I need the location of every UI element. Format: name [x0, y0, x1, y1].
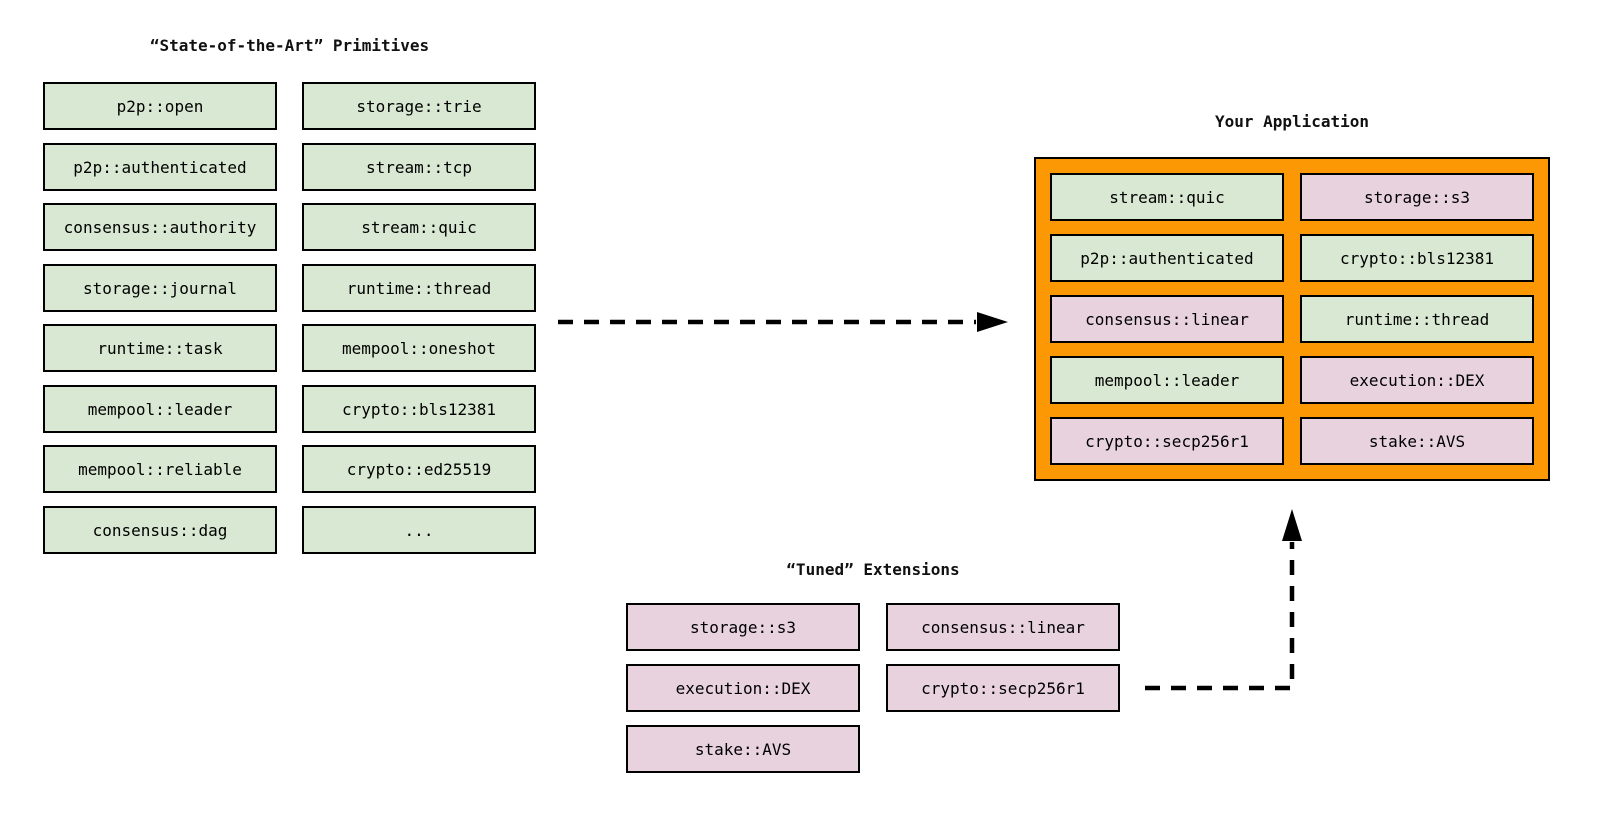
extension-box: execution::DEX: [626, 664, 860, 712]
application-title: Your Application: [1214, 112, 1370, 131]
primitive-box: stream::tcp: [302, 143, 536, 191]
application-box: stake::AVS: [1300, 417, 1534, 465]
primitive-box: crypto::ed25519: [302, 445, 536, 493]
application-box: execution::DEX: [1300, 356, 1534, 404]
extensions-title: “Tuned” Extensions: [786, 560, 960, 579]
primitive-box: p2p::authenticated: [43, 143, 277, 191]
primitive-box: storage::journal: [43, 264, 277, 312]
extension-box: storage::s3: [626, 603, 860, 651]
application-box: mempool::leader: [1050, 356, 1284, 404]
primitives-to-application-arrow: [558, 312, 1008, 332]
application-box: p2p::authenticated: [1050, 234, 1284, 282]
application-box: stream::quic: [1050, 173, 1284, 221]
extensions-to-application-arrow: [1145, 509, 1302, 691]
primitive-box: p2p::open: [43, 82, 277, 130]
primitive-box: runtime::task: [43, 324, 277, 372]
primitive-box: mempool::leader: [43, 385, 277, 433]
primitive-box: consensus::authority: [43, 203, 277, 251]
primitives-title: “State-of-the-Art” Primitives: [149, 36, 430, 55]
extension-box: crypto::secp256r1: [886, 664, 1120, 712]
application-box: consensus::linear: [1050, 295, 1284, 343]
application-box: crypto::secp256r1: [1050, 417, 1284, 465]
primitive-box: stream::quic: [302, 203, 536, 251]
extension-box: consensus::linear: [886, 603, 1120, 651]
primitive-box: mempool::oneshot: [302, 324, 536, 372]
application-box: crypto::bls12381: [1300, 234, 1534, 282]
primitive-box: consensus::dag: [43, 506, 277, 554]
primitive-box: crypto::bls12381: [302, 385, 536, 433]
application-box: runtime::thread: [1300, 295, 1534, 343]
primitive-box: ...: [302, 506, 536, 554]
primitive-box: mempool::reliable: [43, 445, 277, 493]
primitive-box: runtime::thread: [302, 264, 536, 312]
primitive-box: storage::trie: [302, 82, 536, 130]
extension-box: stake::AVS: [626, 725, 860, 773]
application-box: storage::s3: [1300, 173, 1534, 221]
